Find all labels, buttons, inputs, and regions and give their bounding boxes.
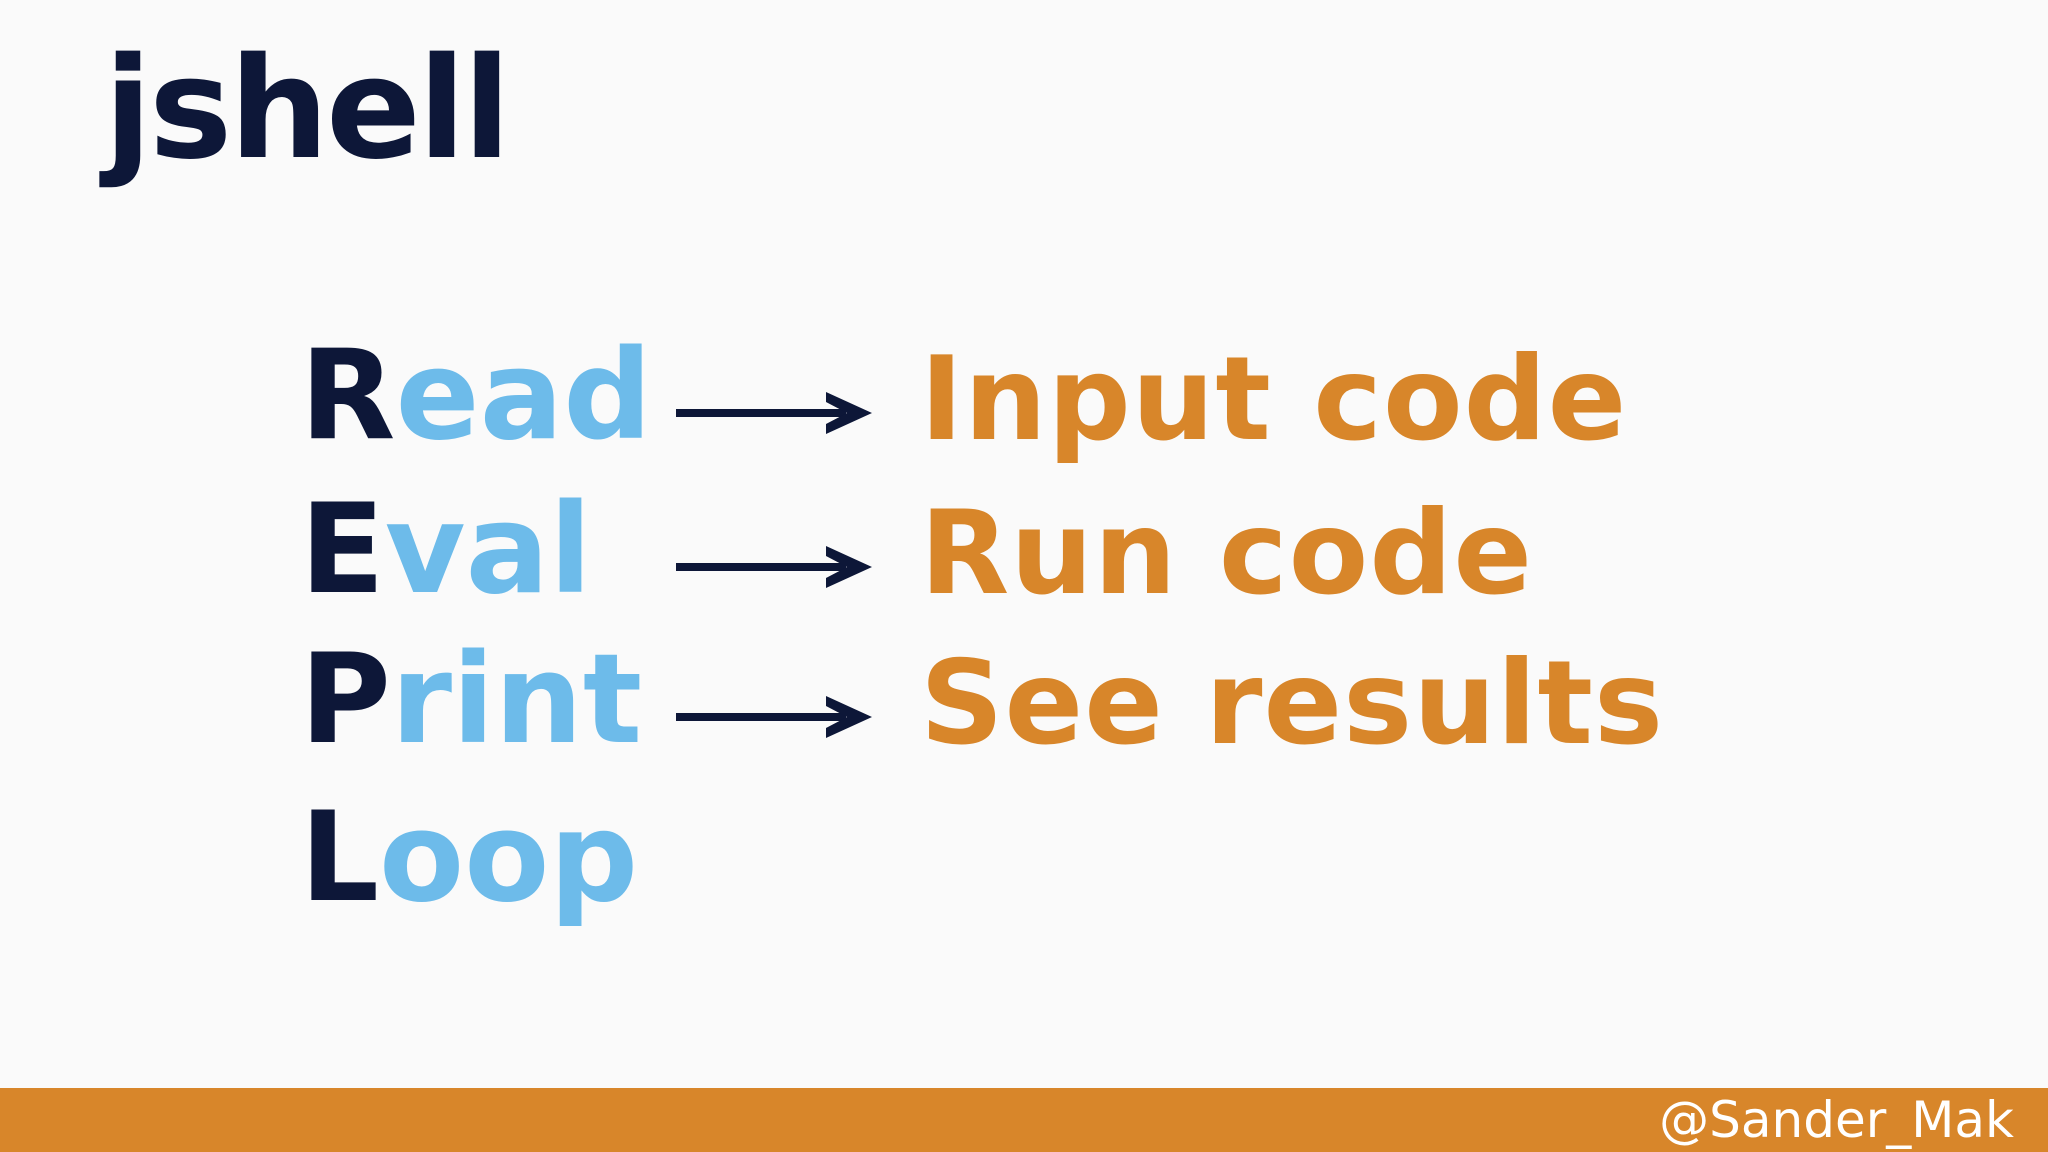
repl-row-loop: Loop bbox=[300, 780, 2000, 920]
repl-result-print: See results bbox=[920, 636, 1665, 771]
repl-word-read: Read bbox=[300, 334, 652, 458]
repl-result-eval: Run code bbox=[920, 486, 1534, 621]
right-arrow-icon bbox=[676, 392, 872, 434]
repl-row-print: Print See results bbox=[300, 622, 2000, 762]
repl-word-print: Print bbox=[300, 638, 642, 762]
right-arrow-icon bbox=[676, 696, 872, 738]
initial-letter: P bbox=[300, 628, 391, 772]
word-rest: rint bbox=[390, 628, 643, 772]
right-arrow-icon bbox=[676, 546, 872, 588]
word-rest: val bbox=[384, 478, 592, 622]
repl-word-loop: Loop bbox=[300, 796, 638, 920]
repl-row-eval: Eval Run code bbox=[300, 472, 2000, 612]
slide-title: jshell bbox=[104, 28, 511, 191]
repl-result-read: Input code bbox=[920, 332, 1628, 467]
word-rest: ead bbox=[395, 324, 653, 468]
initial-letter: R bbox=[300, 324, 396, 468]
repl-row-read: Read Input code bbox=[300, 318, 2000, 458]
initial-letter: L bbox=[300, 786, 380, 930]
author-handle: @Sander_Mak bbox=[1659, 1091, 2014, 1149]
initial-letter: E bbox=[300, 478, 385, 622]
word-rest: oop bbox=[379, 786, 639, 930]
footer-bar: @Sander_Mak bbox=[0, 1088, 2048, 1152]
repl-word-eval: Eval bbox=[300, 488, 592, 612]
